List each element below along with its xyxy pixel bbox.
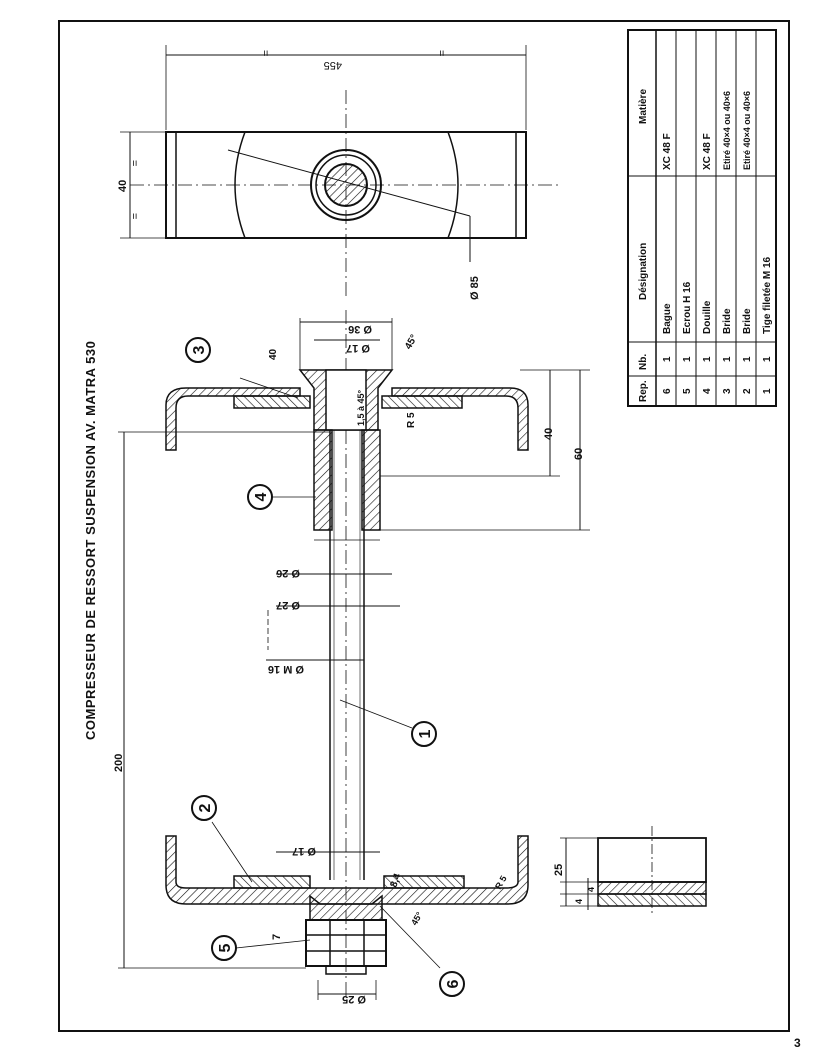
svg-text:2: 2 xyxy=(197,803,214,812)
svg-text:1: 1 xyxy=(722,356,733,362)
svg-text:XC 48 F: XC 48 F xyxy=(702,133,713,170)
drawing-frame xyxy=(58,20,790,1032)
svg-text:XC 48 F: XC 48 F xyxy=(662,133,673,170)
dim-r5: R 5 xyxy=(406,412,417,428)
dim-eq-3: = xyxy=(128,160,140,166)
callout-3: 3 xyxy=(185,337,211,363)
table-header-nb: Nb. xyxy=(638,354,649,370)
drawing-title: COMPRESSEUR DE RESSORT SUSPENSION AV. MA… xyxy=(83,341,98,740)
parts-table: Rep. Nb. Désignation Matière 6 1 Bague X… xyxy=(627,29,777,407)
table-header-matiere: Matière xyxy=(638,89,649,124)
svg-text:Bride: Bride xyxy=(722,308,733,334)
svg-text:Douille: Douille xyxy=(702,300,713,334)
dim-dm16: Ø M 16 xyxy=(268,663,304,675)
svg-text:Bague: Bague xyxy=(662,303,673,334)
callout-6: 6 xyxy=(439,971,465,997)
dim-40-right: 40 xyxy=(543,428,555,440)
svg-text:6: 6 xyxy=(445,979,462,988)
svg-text:1: 1 xyxy=(742,356,753,362)
dim-d17-bottom: Ø 17 xyxy=(292,845,316,857)
dim-60: 60 xyxy=(573,448,585,460)
svg-text:Etiré 40×4 ou 40×6: Etiré 40×4 ou 40×6 xyxy=(742,91,752,170)
dim-8-4: 8,4 xyxy=(388,872,403,889)
svg-text:1: 1 xyxy=(662,356,673,362)
svg-text:1: 1 xyxy=(682,356,693,362)
svg-text:6: 6 xyxy=(662,388,673,394)
dim-45-bottom: 45° xyxy=(409,910,425,927)
detail-view xyxy=(560,826,707,914)
svg-text:4: 4 xyxy=(253,492,270,501)
top-view xyxy=(120,45,560,300)
table-row: 3 1 Bride Etiré 40×4 ou 40×6 xyxy=(722,91,733,394)
dim-4a: 4 xyxy=(574,899,584,904)
table-row: 1 1 Tige filetée M 16 xyxy=(762,256,773,394)
svg-text:Etiré 40×4 ou 40×6: Etiré 40×4 ou 40×6 xyxy=(722,91,732,170)
svg-text:1: 1 xyxy=(702,356,713,362)
callout-1: 1 xyxy=(411,721,437,747)
dim-eq-2: = xyxy=(435,50,447,56)
dim-d85: Ø 85 xyxy=(469,276,481,300)
svg-text:5: 5 xyxy=(682,388,693,394)
table-header-rep: Rep. xyxy=(638,380,649,402)
dim-d36: Ø 36 xyxy=(348,323,372,335)
dim-d25: Ø 25 xyxy=(342,993,366,1005)
table-header-designation: Désignation xyxy=(638,243,649,300)
dim-chamfer: 1,5 à 45° xyxy=(356,389,366,426)
svg-text:Tige filetée M 16: Tige filetée M 16 xyxy=(762,256,773,334)
svg-text:1: 1 xyxy=(762,356,773,362)
svg-text:Ecrou H 16: Ecrou H 16 xyxy=(682,281,693,334)
dim-d17-top: Ø 17 xyxy=(346,342,370,354)
dim-200: 200 xyxy=(113,754,125,772)
callout-2: 2 xyxy=(191,795,217,821)
callout-4: 4 xyxy=(247,484,273,510)
dim-eq-1: = xyxy=(259,50,271,56)
dim-40-top: 40 xyxy=(117,180,129,192)
svg-text:3: 3 xyxy=(722,388,733,394)
dim-40-small: 40 xyxy=(268,348,279,360)
table-row: 6 1 Bague XC 48 F xyxy=(662,133,673,394)
svg-text:3: 3 xyxy=(191,345,208,354)
table-row: 2 1 Bride Etiré 40×4 ou 40×6 xyxy=(742,91,753,394)
svg-text:1: 1 xyxy=(762,388,773,394)
section-view xyxy=(118,310,590,1000)
dim-25-detail: 25 xyxy=(553,864,565,876)
table-row: 5 1 Ecrou H 16 xyxy=(682,281,693,394)
svg-text:4: 4 xyxy=(702,388,713,394)
callout-5: 5 xyxy=(211,935,237,961)
dim-7: 7 xyxy=(271,934,283,940)
svg-text:5: 5 xyxy=(217,943,234,952)
dim-d26: Ø 26 xyxy=(276,567,300,579)
svg-text:2: 2 xyxy=(742,388,753,394)
svg-text:1: 1 xyxy=(417,729,434,738)
svg-text:Bride: Bride xyxy=(742,308,753,334)
dim-45: 45° xyxy=(403,333,420,352)
dim-4b: 4 xyxy=(586,887,596,892)
table-row: 4 1 Douille XC 48 F xyxy=(702,133,713,394)
dim-eq-4: = xyxy=(128,213,140,219)
page-number: 3 xyxy=(794,1036,801,1050)
dim-455: 455 xyxy=(324,59,342,71)
dim-d27: Ø 27 xyxy=(276,599,300,611)
